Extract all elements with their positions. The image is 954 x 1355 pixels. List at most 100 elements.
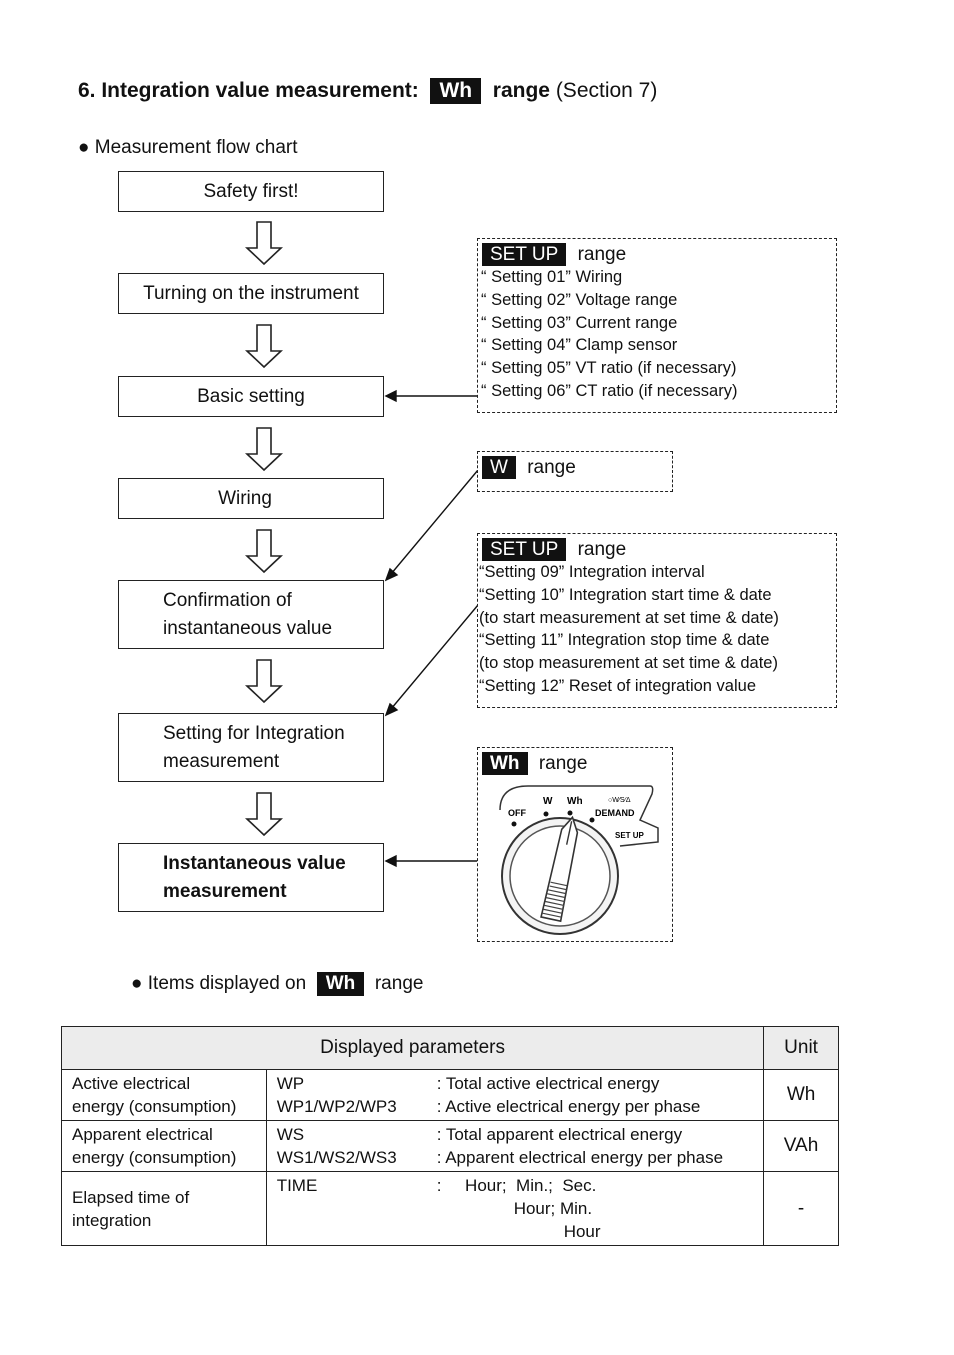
param-symbol: WP1/WP2/WP3	[276, 1097, 397, 1116]
row-unit: Wh	[763, 1069, 839, 1121]
arrowhead-icon	[384, 702, 399, 717]
row-unit: VAh	[763, 1120, 839, 1172]
down-arrow-icon	[244, 324, 284, 369]
step-label: measurement	[163, 880, 287, 902]
row-unit: -	[763, 1171, 839, 1246]
title-prefix: 6. Integration value measurement:	[78, 79, 419, 102]
w-tag: W	[482, 456, 516, 479]
param-description: : Total active electrical energy	[436, 1074, 660, 1093]
step-safety-first: Safety first!	[118, 171, 384, 212]
step-label: Instantaneous value	[163, 852, 346, 874]
row-label-line: energy (consumption)	[72, 1097, 237, 1116]
table-row: Elapsed time of integration TIME: Hour; …	[61, 1171, 839, 1246]
setting-line: “ Setting 04” Clamp sensor	[481, 336, 678, 355]
step-label: Confirmation of	[163, 589, 292, 611]
setting-line: “Setting 12” Reset of integration value	[479, 676, 756, 695]
down-arrow-icon	[244, 792, 284, 837]
dial-label-off: OFF	[508, 808, 526, 818]
arrowhead-icon	[384, 854, 397, 868]
down-arrow-icon	[244, 529, 284, 574]
row-params: TIME: Hour; Min.; Sec. Hour; Min. Hour	[265, 1171, 765, 1246]
dial-label-demand: DEMAND	[595, 808, 635, 818]
param-description: : Apparent electrical energy per phase	[436, 1148, 724, 1167]
param-symbol: TIME	[276, 1176, 318, 1195]
parameters-table: Displayed parameters Unit Active electri…	[60, 1026, 839, 1246]
down-arrow-icon	[244, 659, 284, 704]
step-label: Basic setting	[197, 385, 305, 407]
step-instantaneous-measurement: Instantaneous value measurement	[118, 843, 384, 912]
step-label: Turning on the instrument	[143, 282, 359, 304]
dial-label-wh: Wh	[567, 796, 583, 807]
param-description: : Total apparent electrical energy	[436, 1125, 683, 1144]
step-label: Wiring	[218, 487, 272, 509]
dial-label-wss: ○W⁄S⁄Δ	[608, 797, 631, 804]
items-heading-tag: Wh	[316, 972, 365, 996]
step-label: measurement	[163, 750, 280, 772]
row-params: WP : Total active electrical energy WP1/W…	[265, 1069, 765, 1121]
row-label-line: integration	[72, 1210, 152, 1230]
row-label-line: Active electrical	[72, 1074, 191, 1093]
row-label-line: Elapsed time of	[72, 1187, 190, 1207]
setting-line: “ Setting 05” VT ratio (if necessary)	[481, 359, 737, 378]
wh-tag: Wh	[482, 752, 528, 775]
row-label-line: Apparent electrical	[72, 1125, 213, 1144]
arrowhead-icon	[384, 567, 399, 582]
time-format-line: Hour	[563, 1222, 601, 1241]
step-label: instantaneous value	[163, 617, 333, 639]
dial-label-setup: SET UP	[615, 831, 645, 840]
wh-range-label: range	[538, 753, 588, 774]
row-label-line: energy (consumption)	[72, 1148, 237, 1167]
w-range-box: W range	[477, 451, 673, 492]
table-row: Active electrical energy (consumption) W…	[61, 1069, 839, 1121]
setting-line: “Setting 10” Integration start time & da…	[479, 585, 772, 604]
arrowhead-icon	[384, 389, 397, 403]
setting-line: “ Setting 03” Current range	[481, 313, 678, 332]
items-heading: ● Items displayed on Wh range	[131, 972, 423, 996]
title-section: (Section 7)	[555, 79, 658, 102]
param-description: : Active electrical energy per phase	[436, 1097, 701, 1116]
param-symbol: WS1/WS2/WS3	[276, 1148, 397, 1167]
header-displayed-parameters: Displayed parameters	[60, 1026, 765, 1070]
wh-range-box: Wh range OFF W Wh ○W⁄S⁄Δ DEMAND SET UP	[477, 747, 673, 942]
items-heading-suffix: range	[374, 973, 424, 994]
w-range-label: range	[527, 457, 576, 478]
setting-line: “Setting 11” Integration stop time & dat…	[479, 631, 770, 650]
param-symbol: WS	[276, 1125, 305, 1144]
step-turning-on: Turning on the instrument	[118, 273, 384, 314]
connector-line	[390, 469, 479, 575]
setting-line: (to stop measurement at set time & date)	[479, 654, 778, 673]
rotary-dial-icon: OFF W Wh ○W⁄S⁄Δ DEMAND SET UP	[499, 785, 659, 935]
dial-label-w: W	[543, 796, 553, 807]
setting-line: “ Setting 01” Wiring	[481, 268, 623, 286]
step-wiring: Wiring	[118, 478, 384, 519]
row-label: Elapsed time of integration	[61, 1171, 267, 1246]
row-label: Active electrical energy (consumption)	[61, 1069, 267, 1121]
setting-line: (to start measurement at set time & date…	[479, 608, 779, 627]
setting-line: “Setting 09” Integration interval	[479, 563, 705, 581]
step-basic-setting: Basic setting	[118, 376, 384, 417]
setup-range-label: range	[577, 244, 627, 265]
step-confirmation: Confirmation of instantaneous value	[118, 580, 384, 649]
table-row: Apparent electrical energy (consumption)…	[61, 1120, 839, 1172]
setup-tag: SET UP	[482, 243, 567, 266]
row-params: WS : Total apparent electrical energy WS1…	[265, 1120, 765, 1172]
step-label: Setting for Integration	[163, 722, 345, 744]
setup-box-integration: SET UP range “Setting 09” Integration in…	[477, 533, 837, 708]
step-integration-setting: Setting for Integration measurement	[118, 713, 384, 782]
connector-line	[390, 604, 479, 710]
title-range: range	[492, 79, 550, 102]
setup-range-label: range	[577, 539, 627, 560]
header-unit: Unit	[763, 1026, 839, 1070]
setting-line: “ Setting 02” Voltage range	[481, 290, 678, 309]
items-heading-prefix: ● Items displayed on	[131, 973, 307, 994]
step-label: Safety first!	[203, 180, 299, 202]
time-format-line: Hour; Min.	[513, 1199, 593, 1218]
param-symbol: WP	[276, 1074, 305, 1093]
setting-line: “ Setting 06” CT ratio (if necessary)	[481, 381, 738, 400]
table-header-row: Displayed parameters Unit	[60, 1026, 839, 1070]
row-label: Apparent electrical energy (consumption)	[61, 1120, 267, 1172]
down-arrow-icon	[244, 427, 284, 472]
title-range-tag: Wh	[430, 78, 482, 104]
setup-box-basic: SET UP range “ Setting 01” Wiring “ Sett…	[477, 238, 837, 413]
